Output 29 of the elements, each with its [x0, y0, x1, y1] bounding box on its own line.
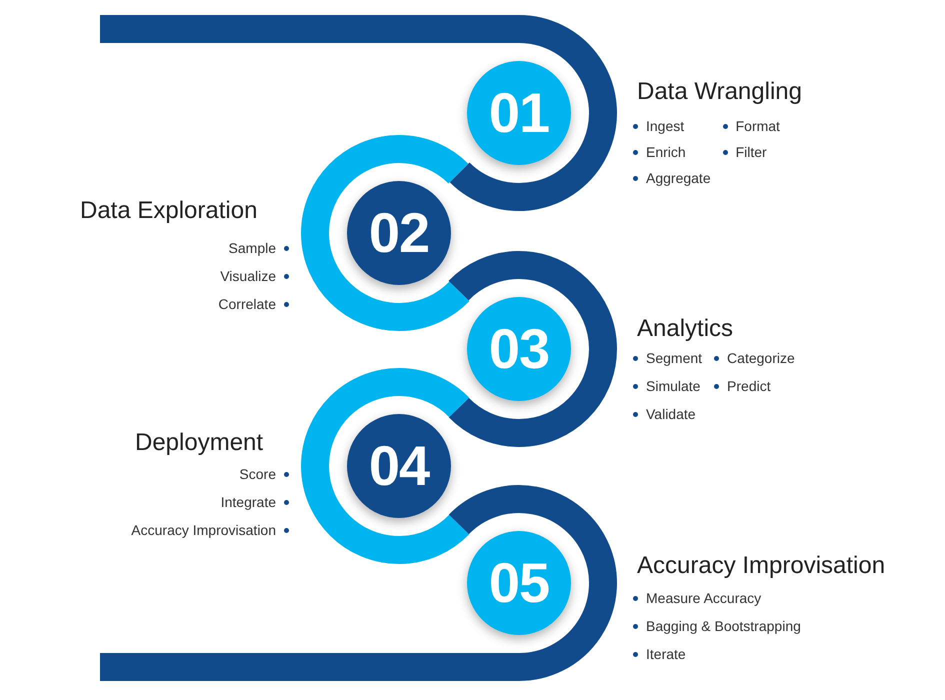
- list-item: Simulate: [646, 376, 700, 396]
- list-item: Validate: [646, 404, 696, 424]
- list-item: Correlate: [218, 294, 276, 314]
- step-number: 01: [488, 85, 550, 141]
- list-item: Accuracy Improvisation: [131, 520, 276, 540]
- list-item: Predict: [727, 376, 771, 396]
- step-heading: Data Exploration: [80, 197, 258, 225]
- list-item: Bagging & Bootstrapping: [646, 616, 801, 636]
- list-item: Format: [736, 116, 780, 136]
- step-number: 05: [488, 555, 550, 611]
- list-item: Filter: [736, 142, 767, 162]
- list-item: Aggregate: [646, 168, 711, 188]
- list-item: Segment: [646, 348, 702, 368]
- list-item: Measure Accuracy: [646, 588, 762, 608]
- step-heading: Data Wrangling: [637, 78, 802, 106]
- step-number: 02: [368, 205, 430, 261]
- step-heading: Accuracy Improvisation: [637, 552, 886, 580]
- list-item: Sample: [228, 238, 276, 258]
- step-heading: Analytics: [637, 315, 734, 343]
- list-item: Iterate: [646, 644, 686, 664]
- list-item: Visualize: [220, 266, 276, 286]
- list-item: Integrate: [220, 492, 276, 512]
- list-item: Ingest: [646, 116, 684, 136]
- list-item: Score: [239, 464, 276, 484]
- list-item: Enrich: [646, 142, 686, 162]
- list-item: Categorize: [727, 348, 795, 368]
- step-number: 04: [368, 438, 430, 494]
- step-heading: Deployment: [135, 429, 264, 457]
- step-number: 03: [488, 321, 550, 377]
